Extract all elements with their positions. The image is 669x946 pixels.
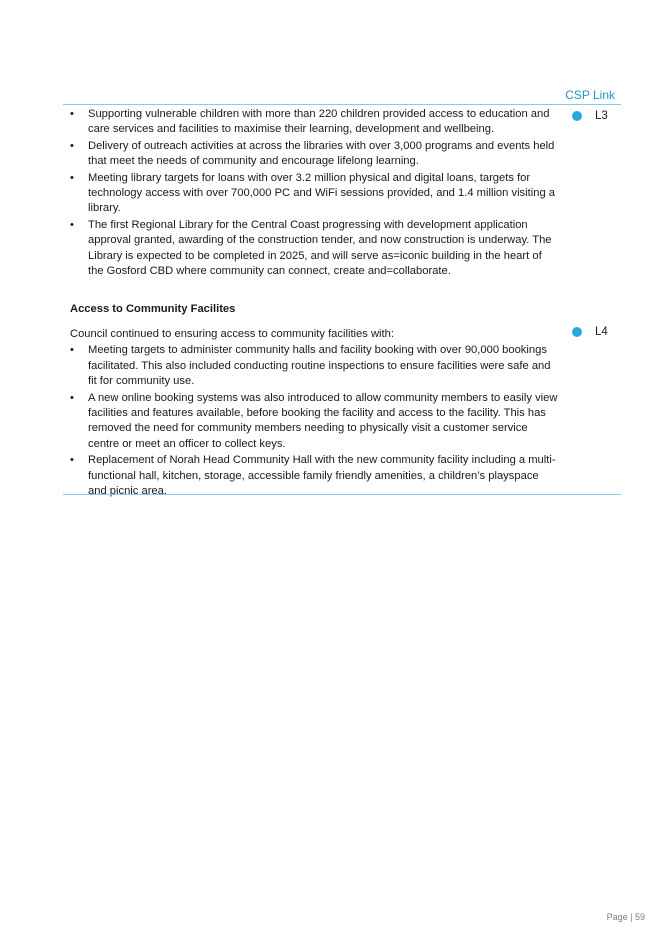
bullet-icon: • [70, 454, 74, 467]
csp-dot-icon [572, 111, 582, 121]
list-item: • The first Regional Library for the Cent… [70, 218, 558, 280]
bullet-text: The first Regional Library for the Centr… [88, 218, 552, 278]
list-item: • A new online booking systems was also i… [70, 391, 558, 453]
bullet-icon: • [70, 171, 74, 184]
bullet-icon: • [70, 108, 74, 120]
section2-bullet-list: • Meeting targets to administer community… [70, 343, 558, 499]
bullet-icon: • [70, 218, 74, 231]
page-number: Page | 59 [606, 912, 645, 922]
bullet-icon: • [70, 344, 74, 357]
bullet-icon: • [70, 139, 74, 152]
main-content: • Supporting vulnerable children with mor… [70, 107, 558, 500]
list-item: • Meeting targets to administer community… [70, 343, 558, 389]
table-bottom-rule [63, 494, 621, 495]
table-top-rule [63, 104, 621, 105]
list-item: • Replacement of Norah Head Community Hal… [70, 453, 558, 499]
csp-link-code: L3 [595, 110, 608, 122]
section-title: Access to Community Facilites [70, 303, 236, 316]
csp-link-l4: L4 [572, 324, 608, 340]
csp-link-header: CSP Link [565, 88, 615, 102]
bullet-icon: • [70, 391, 74, 404]
list-item: • Meeting library targets for loans with … [70, 171, 558, 217]
list-item: • Supporting vulnerable children with mor… [70, 107, 558, 138]
list-item: • Delivery of outreach activities at acro… [70, 139, 558, 170]
csp-link-code: L4 [595, 326, 608, 338]
section-intro: Council continued to ensuring access to … [70, 327, 394, 340]
section1-bullet-list: • Supporting vulnerable children with mor… [70, 107, 558, 279]
bullet-text: Delivery of outreach activities at acros… [88, 139, 555, 168]
bullet-text: Supporting vulnerable children with more… [88, 108, 550, 136]
bullet-text: Meeting targets to administer community … [88, 344, 551, 388]
csp-dot-icon [572, 327, 582, 337]
bullet-text: Replacement of Norah Head Community Hall… [88, 454, 556, 497]
bullet-text: Meeting library targets for loans with o… [88, 171, 556, 215]
bullet-text: A new online booking systems was also in… [88, 391, 558, 450]
csp-link-l3: L3 [572, 108, 608, 124]
